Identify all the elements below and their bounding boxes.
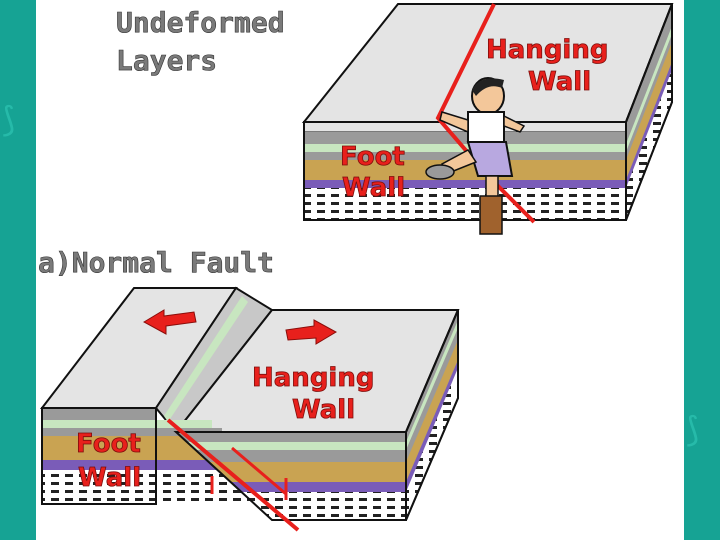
heading-layers: Layers	[116, 44, 217, 77]
top-foot-wall-label: Foot	[340, 142, 405, 172]
bottom-foot-wall-label: Foot	[76, 429, 141, 459]
hanging-wall-side-face	[405, 309, 459, 521]
right-arrow-icon	[285, 319, 338, 345]
fault-line-icon	[231, 446, 287, 496]
decorative-swirl-icon: ⟆	[686, 410, 700, 450]
top-hanging-wall-label-2: Wall	[528, 67, 591, 97]
foot-wall-front-face	[42, 408, 252, 504]
heading-undeformed: Undeformed	[116, 6, 285, 39]
right-teal-border: ⟆	[684, 0, 720, 540]
top-hanging-wall-label: Hanging	[486, 35, 608, 65]
bottom-hanging-wall-label: Hanging	[252, 363, 374, 393]
heading-normal-fault: a)Normal Fault	[38, 246, 274, 279]
cartoon-person-icon	[425, 77, 526, 235]
undeformed-block	[301, 3, 674, 235]
bottom-foot-wall-label-2: Wall	[78, 463, 141, 493]
diagram-canvas: Undeformed Layers a)Normal Fault Hanging…	[36, 0, 684, 540]
decorative-swirl-icon: ⟆	[2, 100, 16, 140]
normal-fault-block	[39, 286, 460, 532]
fault-line-icon	[215, 458, 273, 510]
fault-diagram: Undeformed Layers a)Normal Fault Hanging…	[38, 3, 674, 532]
fault-line-icon	[435, 3, 536, 224]
top-foot-wall-label-2: Wall	[342, 173, 405, 203]
undeformed-side-face	[625, 3, 673, 221]
bottom-hanging-wall-label-2: Wall	[292, 395, 355, 425]
left-arrow-icon	[142, 309, 197, 335]
left-teal-border: ⟆	[0, 0, 36, 540]
